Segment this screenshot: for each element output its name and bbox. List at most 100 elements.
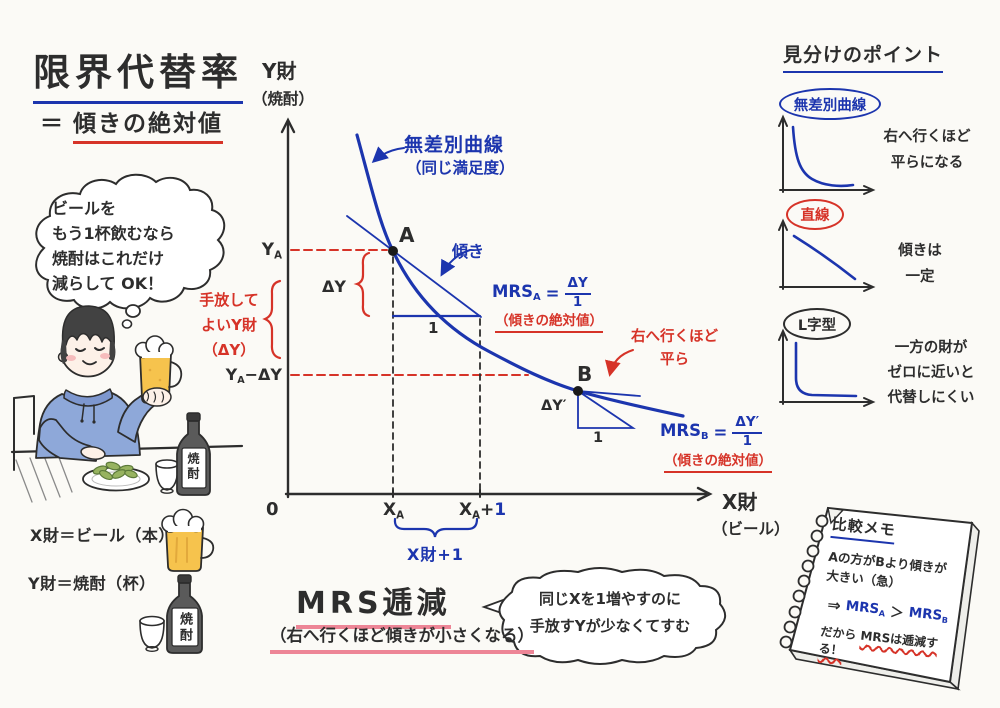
tangent-a (346, 215, 482, 318)
badge-indifference-curve: 無差別曲線 (779, 88, 881, 120)
blush (66, 355, 76, 361)
edamame-plate (82, 461, 150, 492)
mrs-diminishing-subtitle: （右へ行くほど傾きが小さくなる） (270, 622, 534, 654)
label-delta-y-prime: ΔY′ (541, 398, 567, 414)
mrs-diminishing-title: MRS逓減 (296, 578, 451, 629)
label-one-a: 1 (428, 319, 439, 337)
point-b-dot (573, 386, 583, 396)
point-a-label: A (399, 223, 415, 247)
hair (61, 305, 115, 348)
smile (82, 360, 97, 366)
left-hand (80, 446, 106, 460)
abs-note-b: （傾きの絶対値） (664, 449, 772, 473)
mini-graph-l-shape (778, 328, 876, 407)
indifference-curve (355, 133, 685, 418)
notebook-shape (779, 506, 980, 691)
label-delta-y: ΔY (322, 277, 346, 296)
closed-eye (94, 347, 105, 351)
point-b-label: B (577, 362, 593, 386)
mrs-a: MRSA (844, 597, 886, 619)
curve-label-arrow (371, 146, 405, 164)
mini-graph-line (778, 218, 876, 292)
spiral-rings (779, 514, 829, 649)
flatter-arrow (605, 349, 634, 377)
y-axis-subtitle: （焼酎） (252, 90, 315, 108)
triangle-b (577, 389, 636, 429)
desc-straight-line: 傾きは 一定 (898, 243, 942, 285)
mrs-b-formula: MRSB = ΔY′1 (660, 414, 763, 449)
legend-bottle-icon (166, 574, 203, 654)
label-ya-minus-dy: YA−ΔY (225, 365, 282, 387)
desc-l-shape: 一方の財が ゼロに近いと 代替しにくい (887, 340, 975, 406)
label-xa: XA (383, 500, 404, 522)
shochu-cup (155, 459, 179, 494)
hood-collar (63, 388, 113, 407)
abs-note-a: （傾きの絶対値） (495, 309, 603, 333)
x-axis-subtitle: （ビール） (712, 520, 790, 538)
blush (100, 353, 110, 359)
bubble-line: ビールを (52, 199, 117, 218)
scene-bottle-label: 焼酎 (186, 452, 200, 482)
badge-l-shape: L字型 (783, 308, 851, 340)
bubble-line: 焼酎はこれだけ (52, 249, 165, 268)
implies-arrow: ⇒ (826, 594, 842, 615)
shochu-bottle (176, 412, 211, 496)
give-up-note: 手放して よいY財 （ΔY） (199, 291, 259, 359)
person-illustration (10, 305, 244, 503)
notebook-mrs-comparison: ⇒ MRSA ＞ MRSB (826, 594, 965, 628)
x-plus-one-label: X財+1 (407, 545, 464, 564)
x-axis-title: X財 (722, 490, 758, 514)
legend-cup-icon (139, 615, 165, 653)
fingers (146, 391, 165, 403)
legend-bottle-label: 焼酎 (177, 612, 192, 644)
mrs-b-name: MRSB (660, 421, 709, 443)
bubble-line: 減らして OK！ (52, 274, 164, 293)
slope-label: 傾き (452, 242, 485, 261)
label-one-b: 1 (593, 430, 604, 446)
thought-bubble-text: ビールを もう1杯飲むなら 焼酎はこれだけ 減らして OK！ (52, 196, 175, 296)
curve-label: 無差別曲線 (404, 134, 505, 156)
flatter-right-note: 右へ行くほど 平ら (631, 329, 718, 368)
mrs-a-name: MRSA (492, 282, 541, 304)
mini-graph-indifference (778, 114, 876, 195)
hand (142, 387, 172, 407)
legend-y-goods: Y財＝焼酎（杯） (28, 574, 156, 593)
equals: = (713, 422, 728, 442)
subtitle-underlined: 傾きの絶対値 (73, 104, 223, 144)
x-plus-one-brace (393, 517, 479, 538)
label-xa-plus-one: XA+1 (459, 500, 507, 522)
y-axis-title: Y財 (262, 59, 297, 83)
points-panel-graphs (778, 114, 876, 407)
origin-label: 0 (266, 499, 279, 520)
equals-sign: ＝ (40, 111, 65, 137)
points-panel-header: 見分けのポイント (783, 40, 944, 73)
point-a-dot (388, 246, 398, 256)
comparison-notebook: 比較メモ Aの方がBより傾きが 大きい（急） ⇒ MRSA ＞ MRSB だから… (818, 513, 974, 671)
closed-eye (75, 348, 86, 352)
legend-x-goods: X財＝ビール（本） (30, 526, 175, 545)
badge-straight-line: 直線 (786, 199, 844, 230)
desc-indifference-curve: 右へ行くほど 平らになる (883, 129, 971, 171)
page-title: 限界代替率 (33, 42, 243, 104)
cloud-bubble-text: 同じXを1増やすのに 手放すYが少なくてすむ (529, 590, 691, 635)
greater-than: ＞ (889, 604, 905, 622)
beer-mug (134, 335, 183, 407)
cloud-bubble-shape (481, 567, 727, 665)
label-ya: YA (261, 240, 282, 262)
chair (13, 395, 35, 435)
tangent-b (577, 390, 641, 397)
fraction: ΔY′1 (732, 414, 763, 449)
page-subtitle: ＝ 傾きの絶対値 (40, 104, 223, 144)
curve-sublabel: （同じ満足度） (406, 159, 515, 177)
legend-beer-mug-icon (161, 508, 215, 572)
main-graph (262, 117, 713, 538)
delta-y-brace (353, 251, 371, 318)
equals: = (545, 283, 560, 303)
bubble-line: もう1杯飲むなら (52, 224, 175, 243)
slope-label-arrow (440, 249, 471, 277)
give-up-brace (262, 279, 282, 360)
mrs-b: MRSB (907, 604, 949, 625)
